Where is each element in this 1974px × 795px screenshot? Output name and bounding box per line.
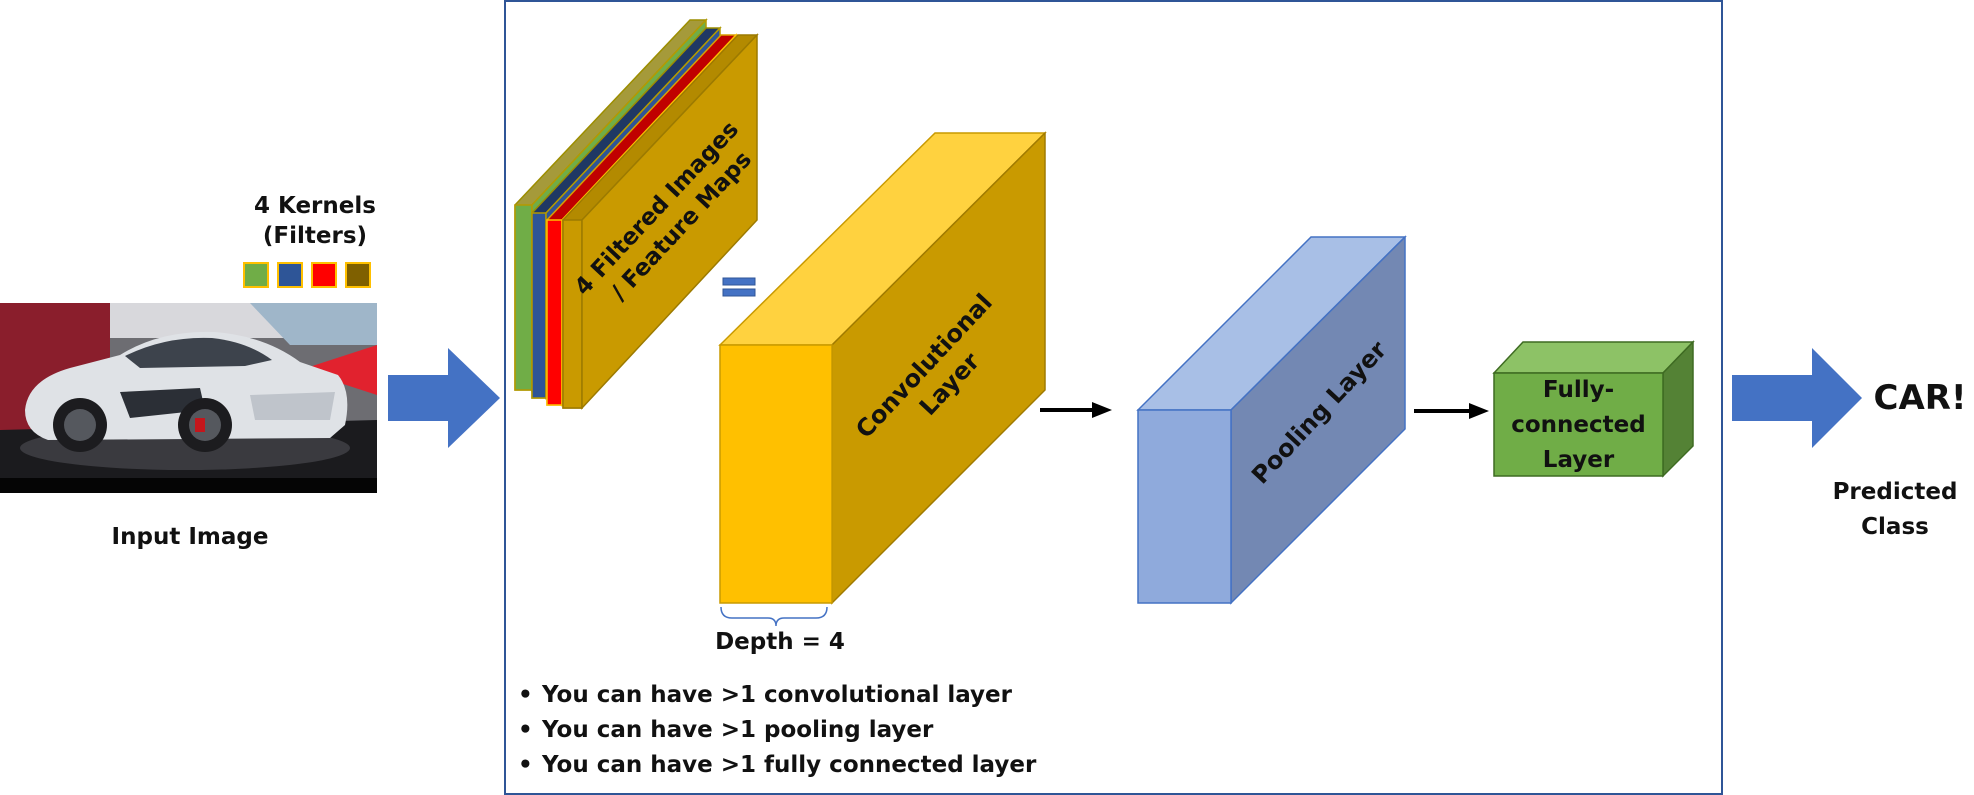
kernel-swatches [243,262,371,288]
kernel-swatch [277,262,303,288]
kernel-swatch [243,262,269,288]
arrow-conv-to-pool-icon [1040,402,1112,418]
fc-layer-label: Fully- connected Layer [1494,373,1663,478]
network-frame [504,0,1723,795]
notes-list: You can have >1 convolutional layer You … [518,678,1036,783]
note-item: You can have >1 pooling layer [518,713,1036,748]
kernels-label-line2: (Filters) [262,222,368,249]
predicted-label-line2: Class [1861,514,1929,540]
pool-layer-box [1136,235,1407,605]
predicted-class-label: Predicted Class [1820,475,1970,545]
fc-label-line3: Layer [1542,447,1615,473]
input-image-label: Input Image [111,524,269,550]
arrow-pool-to-fc-icon [1414,403,1489,419]
fc-label-line1: Fully- [1542,377,1615,403]
feature-map-stack [514,18,759,410]
kernels-label-line1: 4 Kernels [254,193,376,219]
kernels-label: 4 Kernels (Filters) [230,192,400,252]
note-item: You can have >1 fully connected layer [518,748,1036,783]
input-arrow-icon [388,348,500,448]
depth-label: Depth = 4 [715,629,845,655]
output-class-label: CAR! [1873,378,1967,418]
kernel-swatch [345,262,371,288]
note-item: You can have >1 convolutional layer [518,678,1036,713]
predicted-label-line1: Predicted [1832,479,1958,505]
input-image [0,303,377,493]
equals-icon [722,277,756,297]
fc-label-line2: connected [1511,412,1646,438]
fc-layer-box [1492,340,1695,478]
output-arrow-icon [1732,348,1862,448]
conv-layer-box [718,131,1047,605]
kernel-swatch [311,262,337,288]
depth-brace-icon [720,606,828,627]
